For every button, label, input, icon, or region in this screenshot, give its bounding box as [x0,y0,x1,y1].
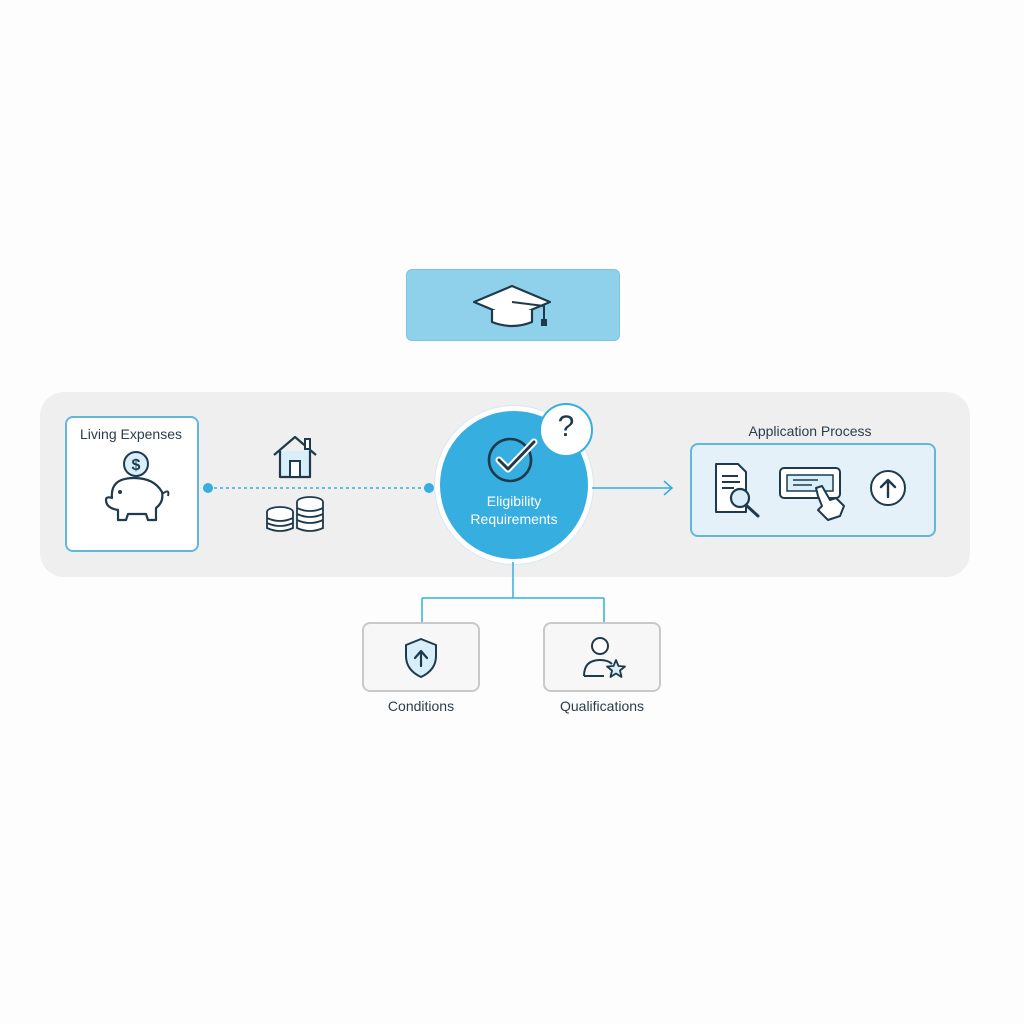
house-icon [273,435,317,479]
qualifications-label: Qualifications [559,698,645,714]
check-circle-icon [487,437,538,483]
document-search-icon[interactable] [712,460,764,520]
eligibility-requirements-label: Eligibility Requirements [444,492,584,528]
user-star-icon [583,637,626,678]
living-expenses-label: Living Expenses [80,426,182,442]
connector-eligibility-to-criteria [421,562,605,622]
piggy-bank-icon: $ [104,451,170,522]
qualifications-card[interactable] [543,622,661,692]
question-mark-icon: ? [557,410,575,443]
graduation-cap-icon [472,284,552,328]
arrow-to-application [592,480,674,496]
conditions-label: Conditions [387,698,455,714]
connector-living-to-eligibility [203,483,434,493]
shield-upload-icon [405,638,437,678]
svg-text:$: $ [132,457,141,474]
application-process-label: Application Process [748,423,872,439]
eligibility-line-1: Eligibility [486,493,542,509]
touch-screen-icon[interactable] [778,466,854,524]
eligibility-line-2: Requirements [470,511,558,527]
coin-stack-icon [266,496,324,532]
upload-icon[interactable] [868,468,908,508]
question-bubble[interactable] [539,403,593,457]
